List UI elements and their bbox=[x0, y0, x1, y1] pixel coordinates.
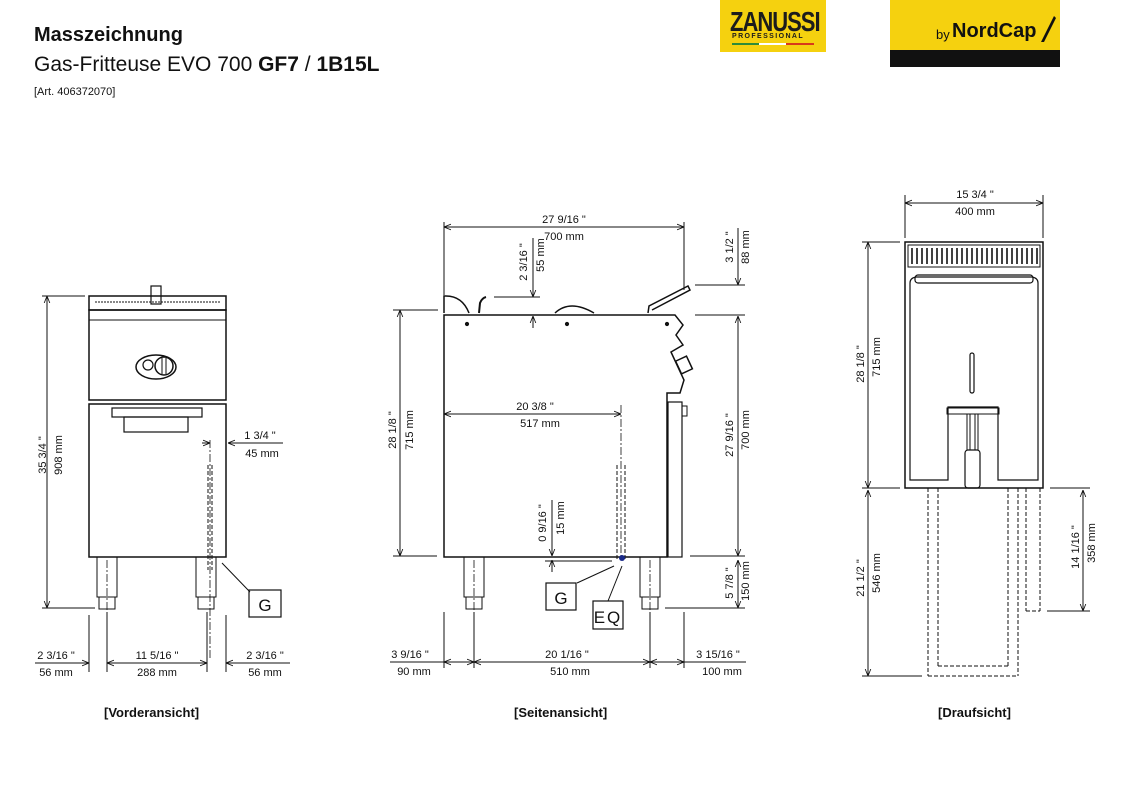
svg-text:G: G bbox=[258, 596, 271, 615]
svg-text:288 mm: 288 mm bbox=[137, 667, 177, 679]
svg-text:55 mm: 55 mm bbox=[535, 238, 547, 272]
italian-flag-stripe bbox=[732, 43, 814, 45]
svg-text:14 1/16 ": 14 1/16 " bbox=[1070, 525, 1082, 569]
product-name: Gas-Fritteuse EVO 700 bbox=[34, 53, 259, 76]
svg-text:2 3/16 ": 2 3/16 " bbox=[518, 243, 530, 281]
svg-text:700 mm: 700 mm bbox=[544, 231, 584, 243]
svg-text:1 3/4 ": 1 3/4 " bbox=[244, 430, 276, 442]
top-view-labels: 15 3/4 " 400 mm 28 1/8 " 715 mm 21 1/2 "… bbox=[855, 189, 1098, 597]
svg-text:5 7/8 ": 5 7/8 " bbox=[724, 567, 736, 599]
gas-connection-marker bbox=[619, 555, 625, 561]
zanussi-wordmark: ZANUSSI bbox=[730, 6, 821, 38]
svg-text:20 1/16 ": 20 1/16 " bbox=[545, 649, 589, 661]
svg-text:3 9/16 ": 3 9/16 " bbox=[391, 649, 429, 661]
nordcap-slash-icon bbox=[1041, 16, 1056, 42]
svg-text:27 9/16 ": 27 9/16 " bbox=[724, 413, 736, 457]
svg-text:28 1/8 ": 28 1/8 " bbox=[855, 345, 867, 383]
svg-text:715 mm: 715 mm bbox=[871, 337, 883, 377]
variant-code: 1B15L bbox=[316, 53, 380, 76]
zanussi-subtitle: PROFESSIONAL bbox=[732, 33, 805, 40]
svg-text:45 mm: 45 mm bbox=[245, 448, 279, 460]
svg-text:2 3/16 ": 2 3/16 " bbox=[246, 650, 284, 662]
svg-text:358 mm: 358 mm bbox=[1086, 523, 1098, 563]
svg-text:908 mm: 908 mm bbox=[53, 435, 65, 475]
svg-text:2 3/16 ": 2 3/16 " bbox=[37, 650, 75, 662]
svg-text:400 mm: 400 mm bbox=[955, 206, 995, 218]
svg-text:100 mm: 100 mm bbox=[702, 666, 742, 678]
front-view bbox=[35, 285, 290, 672]
nordcap-logo: by NordCap bbox=[890, 0, 1060, 67]
svg-text:3 15/16 ": 3 15/16 " bbox=[696, 649, 740, 661]
front-view-labels: 35 3/4 " 908 mm 1 3/4 " 45 mm G 2 3/16 "… bbox=[37, 430, 284, 679]
svg-text:35 3/4 ": 35 3/4 " bbox=[37, 436, 49, 474]
nordcap-wordmark: NordCap bbox=[952, 20, 1037, 42]
svg-text:56 mm: 56 mm bbox=[248, 667, 282, 679]
svg-text:56 mm: 56 mm bbox=[39, 667, 73, 679]
separator: / bbox=[298, 53, 317, 76]
svg-text:3 1/2 ": 3 1/2 " bbox=[724, 231, 736, 263]
article-number: [Art. 406372070] bbox=[34, 86, 116, 98]
svg-text:28 1/8 ": 28 1/8 " bbox=[387, 411, 399, 449]
svg-text:517 mm: 517 mm bbox=[520, 418, 560, 430]
svg-text:11 5/16 ": 11 5/16 " bbox=[136, 650, 179, 662]
svg-text:G: G bbox=[554, 589, 567, 608]
nordcap-yellow-band bbox=[890, 0, 1060, 50]
side-view-labels: 27 9/16 " 700 mm 2 3/16 " 55 mm 3 1/2 " … bbox=[387, 214, 752, 678]
nordcap-black-band bbox=[890, 50, 1060, 67]
side-view bbox=[390, 222, 746, 668]
svg-text:15 3/4 ": 15 3/4 " bbox=[956, 189, 994, 201]
svg-text:700 mm: 700 mm bbox=[740, 410, 752, 450]
nordcap-by: by bbox=[936, 27, 950, 42]
svg-text:0 9/16 ": 0 9/16 " bbox=[537, 504, 549, 542]
svg-text:21 1/2 ": 21 1/2 " bbox=[855, 559, 867, 597]
front-view-caption: [Vorderansicht] bbox=[104, 705, 200, 720]
svg-text:20 3/8 ": 20 3/8 " bbox=[516, 401, 554, 413]
model-code: GF7 bbox=[258, 53, 299, 76]
svg-text:88 mm: 88 mm bbox=[740, 230, 752, 264]
zanussi-logo: ZANUSSI PROFESSIONAL bbox=[720, 0, 826, 52]
product-subtitle: Gas-Fritteuse EVO 700 GF7 / 1B15L bbox=[34, 53, 379, 77]
top-view-caption: [Draufsicht] bbox=[938, 705, 1011, 720]
svg-text:15 mm: 15 mm bbox=[555, 501, 567, 535]
svg-text:150 mm: 150 mm bbox=[740, 561, 752, 601]
side-view-caption: [Seitenansicht] bbox=[514, 705, 608, 720]
svg-text:510 mm: 510 mm bbox=[550, 666, 590, 678]
top-view bbox=[862, 195, 1090, 677]
svg-text:90 mm: 90 mm bbox=[397, 666, 431, 678]
svg-text:27 9/16 ": 27 9/16 " bbox=[542, 214, 586, 226]
page-title: Masszeichnung bbox=[34, 24, 183, 46]
svg-text:EQ: EQ bbox=[594, 608, 623, 627]
svg-text:546 mm: 546 mm bbox=[871, 553, 883, 593]
svg-text:715 mm: 715 mm bbox=[404, 410, 416, 450]
